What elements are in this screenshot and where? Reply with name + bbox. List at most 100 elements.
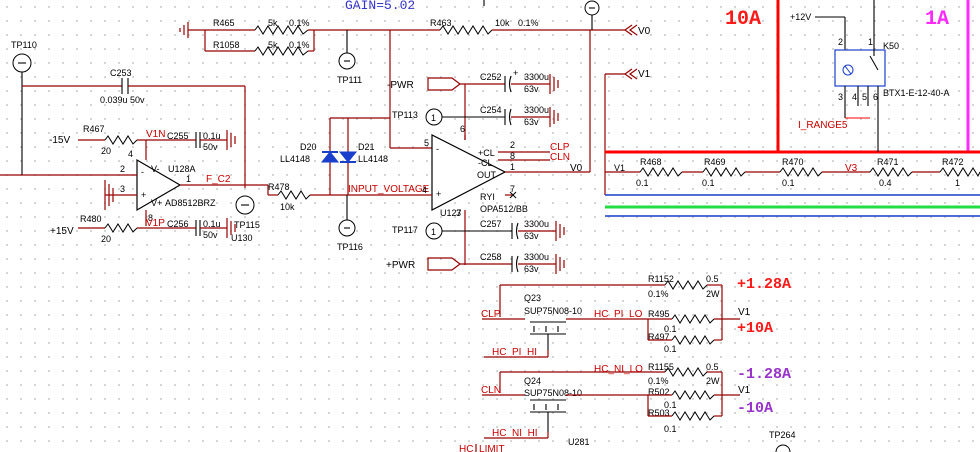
offpage-v0-top[interactable]: V0 (623, 24, 651, 37)
testpoint-tp264[interactable] (775, 444, 791, 452)
net-input-voltage: INPUT_VOLTAGE (348, 184, 430, 195)
net-p15v: +15V (50, 226, 74, 237)
r465-ref: R465 (213, 18, 235, 28)
net-hc-ni-hi: HC_NI_HI (492, 428, 538, 439)
resistor-r467[interactable]: -15V R467 20 (49, 124, 168, 156)
resistor-r1058[interactable]: R1058 5k 0.1% (204, 30, 315, 56)
ground-symbol (226, 218, 236, 238)
r480-val: 20 (101, 234, 111, 244)
d20-part: LL4148 (280, 154, 310, 164)
r1155-val: 0.5 (706, 362, 719, 372)
opamp-u127[interactable]: - + 5 4 6 3 +CL -CL OUT RYI U127 OPA512/… (422, 124, 528, 265)
capacitor-c253[interactable]: C253 0.039u 50v (22, 68, 246, 188)
r478-val: 10k (280, 202, 295, 212)
svg-text:3: 3 (838, 92, 843, 102)
r1058-tol: 0.1% (289, 40, 310, 50)
net-v1n: V1N (146, 129, 165, 140)
r480-ref: R480 (80, 214, 102, 224)
tp117-label: TP117 (392, 225, 418, 235)
relay-k50[interactable]: +12V 2 1 K50 BTX1-E-12-40-A 3 4 5 6 I_RA… (790, 0, 950, 131)
svg-text:+: + (141, 190, 146, 200)
testpoint-top[interactable] (584, 0, 600, 30)
capacitor-c252[interactable]: C252 3300u 63v (480, 72, 559, 94)
r470-val: 0.1 (782, 178, 795, 188)
svg-text:1: 1 (868, 37, 873, 47)
capacitor-c258[interactable]: C258 3300u 63v (480, 252, 565, 274)
net-cln-out: CLN (550, 152, 570, 163)
label-minus-128a: -1.28A (737, 366, 791, 383)
diode-d21[interactable]: D21 LL4148 (338, 118, 388, 195)
resistor-r470[interactable]: R470 0.1 (779, 157, 823, 188)
resistor-r468[interactable]: R468 0.1 (636, 157, 683, 188)
resistor-r502[interactable]: R502 0.1 (648, 387, 715, 410)
svg-text:3: 3 (120, 184, 125, 194)
testpoint-tp110[interactable]: TP110 (11, 40, 37, 175)
net-hc-pi-hi: HC_PI_HI (492, 347, 537, 358)
u127-cl-pos: +CL (478, 148, 495, 158)
resistor-r1152[interactable]: R1152 0.1% 0.5 2W (648, 274, 720, 299)
resistor-r471[interactable]: R471 0.4 (869, 157, 913, 188)
q24-part: SUP75N08-10 (524, 388, 582, 398)
c254-val: 3300u (524, 105, 549, 115)
q24-ref: Q24 (524, 376, 541, 386)
offpage-pwr-neg[interactable]: -PWR (387, 77, 505, 91)
net-hc-pi-lo: HC_PI_LO (594, 309, 643, 320)
r1152-ref: R1152 (648, 274, 674, 284)
r495-ref: R495 (648, 309, 670, 319)
ground-symbol (179, 22, 205, 38)
r478-ref: R478 (268, 182, 290, 192)
offpage-v1-top[interactable]: V1 (604, 68, 651, 195)
u128a-unit: U130 (231, 233, 253, 243)
net-p12v: +12V (790, 12, 811, 22)
testpoint-tp117[interactable]: TP117 1 (392, 222, 512, 240)
net-v1-q24: V1 (738, 385, 751, 396)
net-v1p: V1P (146, 218, 165, 229)
capacitor-c256[interactable]: C256 0.1u 50v (167, 218, 236, 240)
c258-val: 3300u (524, 252, 549, 262)
r463-tol: 0.1% (518, 18, 539, 28)
tp116-label: TP116 (337, 242, 363, 252)
resistor-r465[interactable]: R465 5k 0.1% (205, 18, 390, 35)
capacitor-c254[interactable]: C254 3300u 63v (480, 105, 559, 127)
net-hc-limit: HC_LIMIT (459, 444, 505, 452)
testpoint-tp113[interactable]: TP113 1 (392, 108, 505, 126)
r465-tol: 0.1% (289, 18, 310, 28)
net-i-range5: I_RANGE5 (798, 120, 848, 131)
svg-text:3: 3 (456, 208, 461, 218)
r470-ref: R470 (782, 157, 804, 167)
resistor-r463[interactable]: R463 10k 0.1% (390, 18, 625, 35)
resistor-r503[interactable]: R503 0.1 (648, 408, 715, 434)
net-pwr-neg: -PWR (387, 80, 414, 91)
resistor-r497[interactable]: R497 0.1 (648, 332, 715, 354)
r497-ref: R497 (648, 332, 670, 342)
r497-val: 0.1 (664, 344, 677, 354)
resistor-r495[interactable]: R495 0.1 (648, 309, 715, 334)
capacitor-c255[interactable]: C255 0.1u 50v (167, 130, 236, 152)
testpoint-tp116[interactable]: TP116 (337, 195, 363, 252)
r463-val: 10k (495, 18, 510, 28)
tp264-label: TP264 (769, 430, 796, 440)
capacitor-c257[interactable]: C257 3300u 63v (480, 219, 565, 241)
transistor-q24[interactable]: Q24 SUP75N08-10 (524, 376, 582, 432)
r503-ref: R503 (648, 408, 670, 418)
range-10a-label: 10A (725, 8, 761, 31)
svg-text:6: 6 (460, 124, 465, 134)
ground-symbol (549, 74, 559, 94)
label-minus-10a: -10A (737, 400, 773, 417)
u127-out: OUT (477, 170, 497, 180)
resistor-r469[interactable]: R469 0.1 (702, 157, 746, 188)
c253-ref: C253 (110, 68, 132, 78)
offpage-pwr-pos[interactable]: +PWR (386, 257, 512, 271)
diode-d20[interactable]: D20 LL4148 (280, 118, 340, 195)
c258-volt: 63v (524, 264, 539, 274)
resistor-r1155[interactable]: R1155 0.1% 0.5 2W (648, 362, 720, 386)
testpoint-tp115[interactable]: TP115 U130 (231, 195, 260, 243)
resistor-r480[interactable]: +15V R480 20 (50, 214, 168, 244)
net-v0-out: V0 (570, 163, 583, 174)
net-clp-q23: CLP (481, 309, 501, 320)
opamp-u128a[interactable]: - + 4 8 2 3 1 V- U128A V+ AD8512BRZ (0, 149, 268, 226)
ground-symbol (549, 107, 559, 127)
testpoint-tp111[interactable]: TP111 (337, 30, 362, 85)
resistor-r472[interactable]: R472 1 (939, 157, 980, 188)
transistor-q23[interactable]: Q23 SUP75N08-10 (524, 293, 582, 350)
